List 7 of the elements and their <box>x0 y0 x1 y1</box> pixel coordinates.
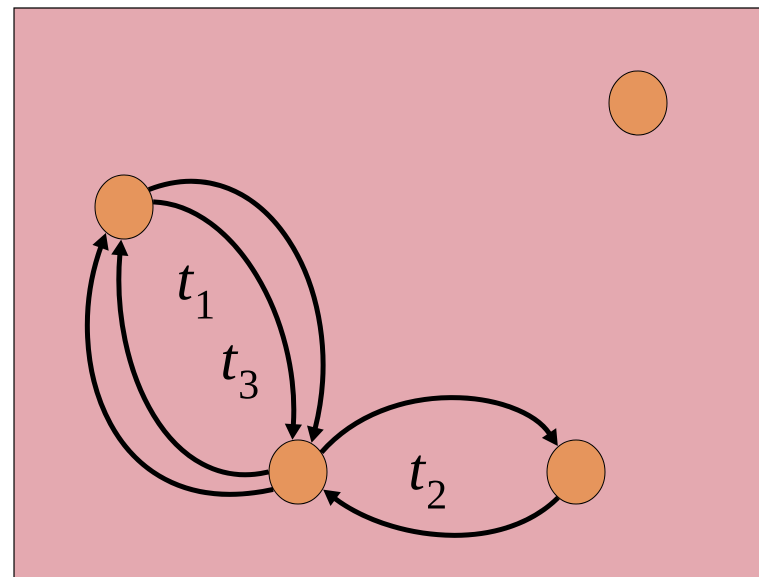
state-circle <box>94 174 154 240</box>
state-circle <box>608 70 668 136</box>
state-circle <box>268 439 328 504</box>
state-circle <box>546 439 606 504</box>
transition-label: t$_{3}$ <box>222 345 258 399</box>
transition-label: t$_{1}$ <box>178 266 213 318</box>
transition-label: t$_{2}$ <box>410 455 445 508</box>
